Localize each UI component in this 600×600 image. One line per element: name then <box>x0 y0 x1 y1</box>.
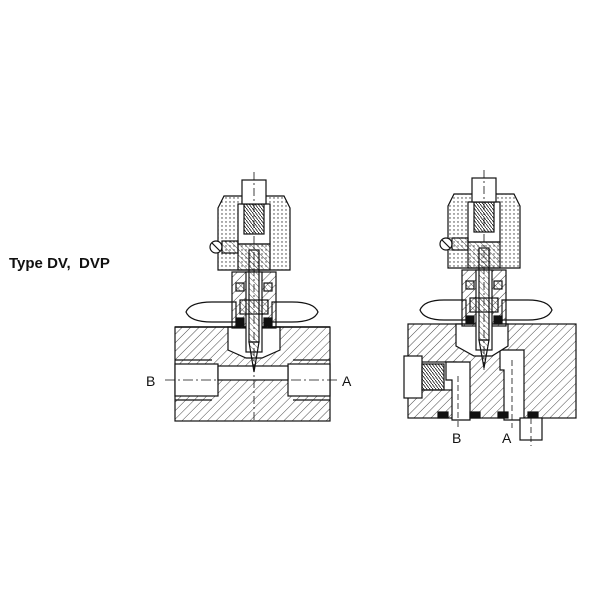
dv-port-b-label: B <box>146 373 155 389</box>
dvp-side-plug <box>403 355 445 399</box>
dv-locking-screw <box>209 240 239 254</box>
dv-port-a-label: A <box>342 373 352 389</box>
dvp-dowel-pin <box>519 417 543 446</box>
dvp-valve-view <box>403 170 577 446</box>
diagram-title: Type DV, DVP <box>9 255 110 272</box>
dvp-port-b-label: B <box>452 430 461 446</box>
dv-valve-view <box>165 172 340 422</box>
dvp-wing-flange <box>419 299 553 321</box>
dv-wing-flange <box>185 301 319 323</box>
dvp-locking-screw <box>439 237 469 251</box>
dvp-port-a-label: A <box>502 430 512 446</box>
